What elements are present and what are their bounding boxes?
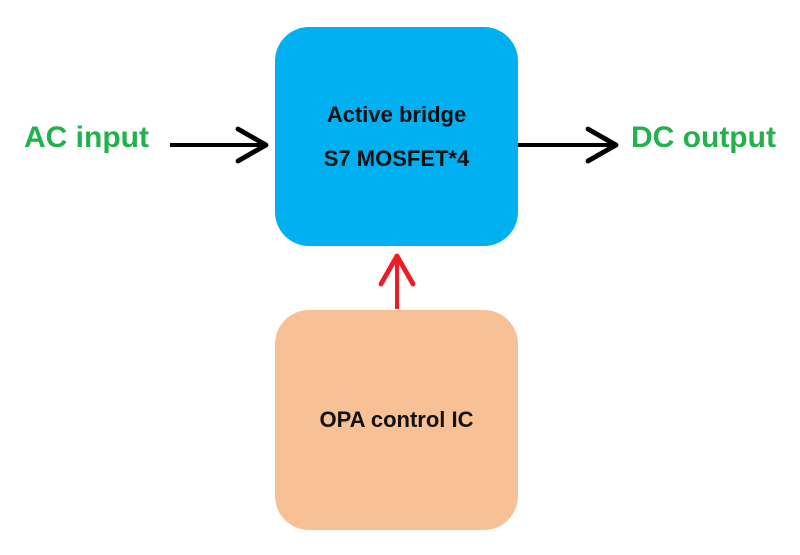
dc-output-label: DC output: [631, 121, 776, 154]
ac-input-label: AC input: [24, 121, 149, 154]
active-bridge-block: Active bridge S7 MOSFET*4: [275, 27, 518, 246]
active-bridge-subtitle: S7 MOSFET*4: [323, 145, 470, 171]
opa-control-block: OPA control IC: [275, 310, 518, 530]
opa-control-label: OPA control IC: [319, 407, 474, 432]
active-bridge-title: Active bridge: [326, 101, 467, 127]
